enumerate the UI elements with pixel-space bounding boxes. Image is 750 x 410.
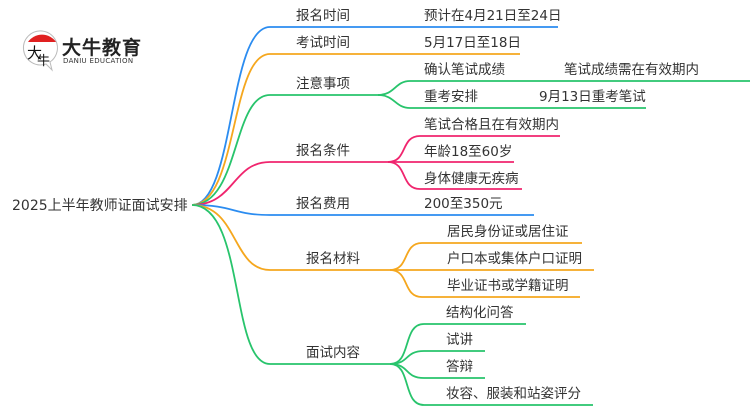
edge-materials-1 [389, 242, 582, 271]
edge-exam-time [191, 53, 520, 206]
edge-conditions [191, 161, 390, 206]
registration-time-value: 预计在4月21日至24日 [424, 8, 562, 24]
edge-materials-3 [389, 269, 580, 298]
edge-interview-1 [389, 323, 526, 365]
branch-conditions: 报名条件 [296, 143, 350, 159]
notes-item: 确认笔试成绩 [424, 62, 505, 78]
interview-item: 答辩 [446, 359, 473, 375]
edge-notes [191, 94, 380, 206]
notes-item-detail: 9月13日重考笔试 [539, 89, 646, 105]
svg-text:牛: 牛 [37, 54, 50, 69]
edge-notes-2 [377, 94, 646, 109]
svg-text:大: 大 [27, 44, 42, 62]
edge-registration-time [191, 26, 558, 206]
condition-item: 身体健康无疾病 [424, 171, 519, 187]
material-item: 户口本或集体户口证明 [447, 251, 582, 267]
branch-materials: 报名材料 [306, 251, 360, 267]
branch-notes: 注意事项 [296, 76, 350, 92]
interview-item: 结构化问答 [446, 305, 514, 321]
edge-conditions-3 [387, 161, 522, 190]
material-item: 毕业证书或学籍证明 [447, 278, 569, 294]
notes-item-detail: 笔试成绩需在有效期内 [564, 62, 699, 78]
edge-interview-4 [389, 363, 593, 406]
interview-item: 妆容、服装和站姿评分 [446, 386, 581, 402]
edge-fee [191, 204, 534, 216]
notes-item: 重考安排 [424, 89, 478, 105]
logo-name: 大牛教育 [62, 37, 143, 59]
condition-item: 年龄18至60岁 [424, 144, 513, 160]
root-topic: 2025上半年教师证面试安排 [12, 198, 188, 214]
logo-subtitle: DANIU EDUCATION [63, 57, 134, 65]
interview-item: 试讲 [446, 332, 473, 348]
branch-exam-time: 考试时间 [296, 35, 350, 51]
logo-mark-icon: 大 牛 [23, 30, 58, 72]
exam-time-value: 5月17日至18日 [424, 35, 521, 51]
material-item: 居民身份证或居住证 [447, 224, 569, 240]
edge-interview [191, 204, 392, 365]
condition-item: 笔试合格且在有效期内 [424, 117, 559, 133]
branch-fee: 报名费用 [296, 196, 350, 212]
fee-value: 200至350元 [424, 196, 503, 212]
branch-registration-time: 报名时间 [296, 8, 350, 24]
branch-interview: 面试内容 [306, 345, 360, 361]
edge-materials [191, 204, 392, 271]
daniu-logo: 大 牛 大牛教育 DANIU EDUCATION [22, 28, 142, 72]
